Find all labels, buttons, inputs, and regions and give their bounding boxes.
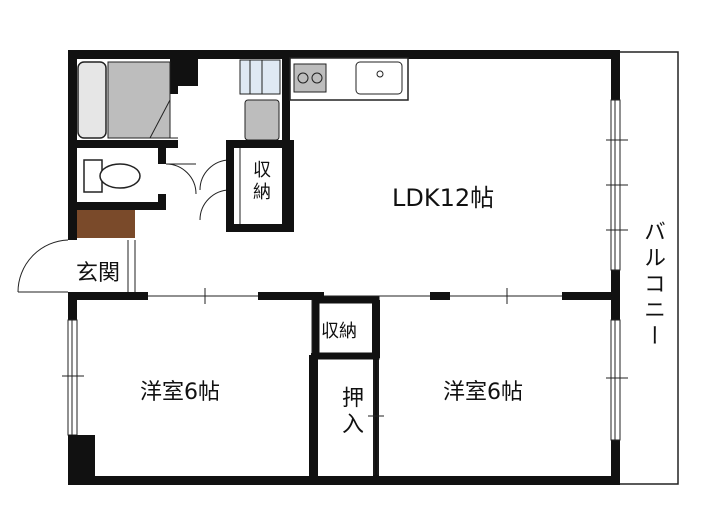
mid-wall-left: [68, 292, 148, 300]
toilet-wall-right: [158, 148, 166, 164]
storage-kitchen-box: [226, 140, 294, 232]
toilet-wall-bottom: [68, 202, 166, 210]
stove: [293, 63, 327, 93]
outer-wall-top: [68, 50, 620, 59]
ldk-label: LDK12帖: [392, 184, 495, 212]
toilet-wall-right-low: [158, 194, 166, 210]
mid-wall-right: [562, 292, 620, 300]
closet-box: [311, 353, 379, 483]
bath-wall-bottom: [68, 140, 178, 148]
laundry-pan: [239, 59, 281, 95]
toilet-bowl: [99, 163, 141, 189]
corner-pillar: [68, 435, 95, 485]
mid-wall-mid: [430, 292, 450, 300]
bathtub: [77, 61, 107, 139]
sink: [355, 61, 403, 95]
bath-corner-block: [170, 58, 198, 86]
mid-wall-center: [258, 292, 324, 300]
western-room-right-label: 洋室6帖: [443, 380, 523, 405]
entrance-floor: [77, 210, 135, 238]
storage-kitchen-label: 収納: [250, 160, 271, 204]
bath-wall: [68, 50, 178, 58]
balcony-label: バルコニー: [640, 220, 665, 350]
storage-hall-wall: [372, 300, 380, 358]
closet-label: 押入: [338, 386, 363, 438]
washbasin: [244, 99, 280, 141]
entrance-label: 玄関: [76, 261, 121, 286]
storage-hall-label: 収納: [321, 321, 357, 342]
western-room-left-label: 洋室6帖: [140, 380, 220, 405]
bath-floor: [107, 61, 171, 139]
